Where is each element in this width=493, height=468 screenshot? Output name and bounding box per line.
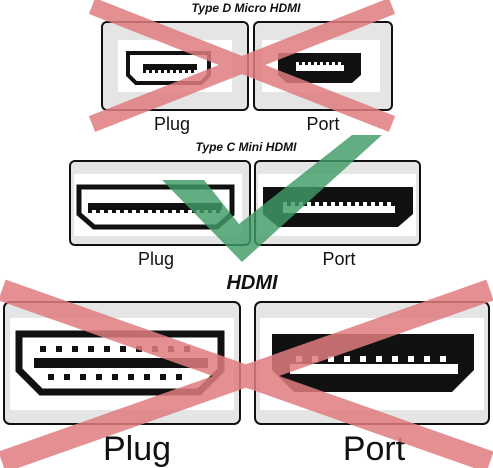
- cross-mark-icon: [0, 279, 493, 468]
- mini-hdmi-title: Type C Mini HDMI: [196, 140, 298, 154]
- micro-hdmi-title: Type D Micro HDMI: [192, 1, 302, 15]
- mini-hdmi-section: Type C Mini HDMI Plug: [69, 135, 421, 269]
- standard-hdmi-title: HDMI: [226, 272, 278, 294]
- micro-port-label: Port: [306, 114, 339, 134]
- cross-mark-icon: [88, 0, 396, 132]
- standard-plug-label: Plug: [103, 430, 171, 468]
- micro-hdmi-section: Type D Micro HDMI Plug: [88, 0, 396, 134]
- check-mark-icon: [162, 135, 382, 262]
- mini-port-label: Port: [322, 249, 355, 269]
- micro-plug-label: Plug: [154, 114, 190, 134]
- standard-hdmi-section: HDMI Plug: [0, 272, 493, 468]
- mini-plug-label: Plug: [138, 249, 174, 269]
